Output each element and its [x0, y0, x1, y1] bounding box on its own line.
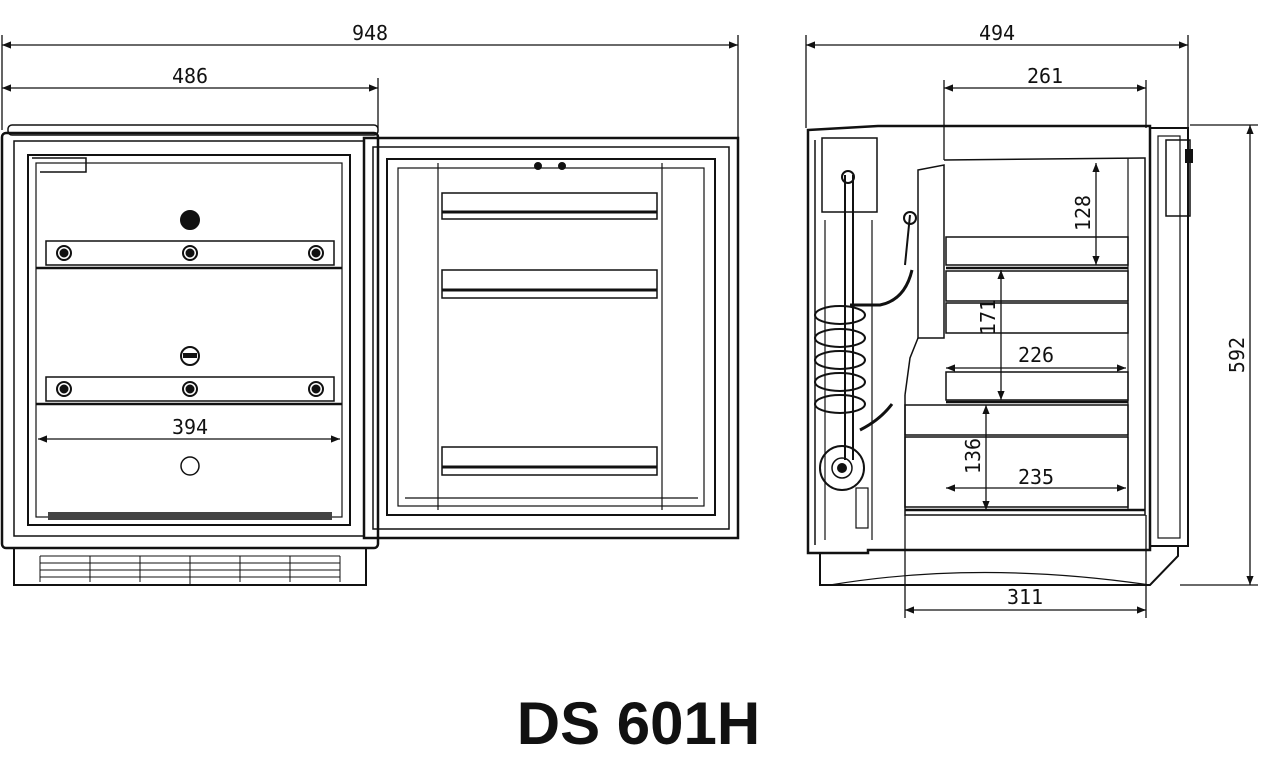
dim-label-311: 311	[1007, 585, 1043, 609]
thermostat-knob-icon	[180, 346, 200, 366]
dim-label-486: 486	[172, 64, 208, 88]
door-rack-top	[441, 192, 658, 220]
burner-icon	[819, 445, 865, 491]
door-rack-middle	[441, 269, 658, 299]
shelf-rail-lower	[45, 376, 335, 402]
dim-label-394: 394	[172, 415, 208, 439]
dim-label-171: 171	[976, 299, 1000, 335]
door-view	[362, 136, 740, 540]
side-shelf-1	[945, 236, 1129, 270]
dim-label-128: 128	[1071, 195, 1095, 231]
dimension-lines	[1, 35, 1258, 618]
dim-label-592: 592	[1225, 337, 1249, 373]
dim-label-226: 226	[1018, 343, 1054, 367]
shelf-rail-upper	[45, 240, 335, 266]
side-view	[806, 124, 1193, 586]
technical-drawing: 948 486 394 494 261 128 171 226 136 235 …	[0, 21, 1258, 618]
front-view	[0, 124, 380, 586]
dim-label-261: 261	[1027, 64, 1063, 88]
dim-label-136: 136	[961, 438, 985, 474]
fan-hole-icon	[180, 210, 200, 230]
drain-icon	[180, 456, 200, 476]
door-rack-bottom	[441, 446, 658, 476]
model-title: DS 601H	[516, 690, 761, 757]
side-shelf-2	[945, 371, 1129, 404]
dim-label-948: 948	[352, 21, 388, 45]
dim-label-235: 235	[1018, 465, 1054, 489]
dim-label-494: 494	[979, 21, 1015, 45]
dimension-labels: 948 486 394 494 261 128 171 226 136 235 …	[172, 21, 1249, 609]
